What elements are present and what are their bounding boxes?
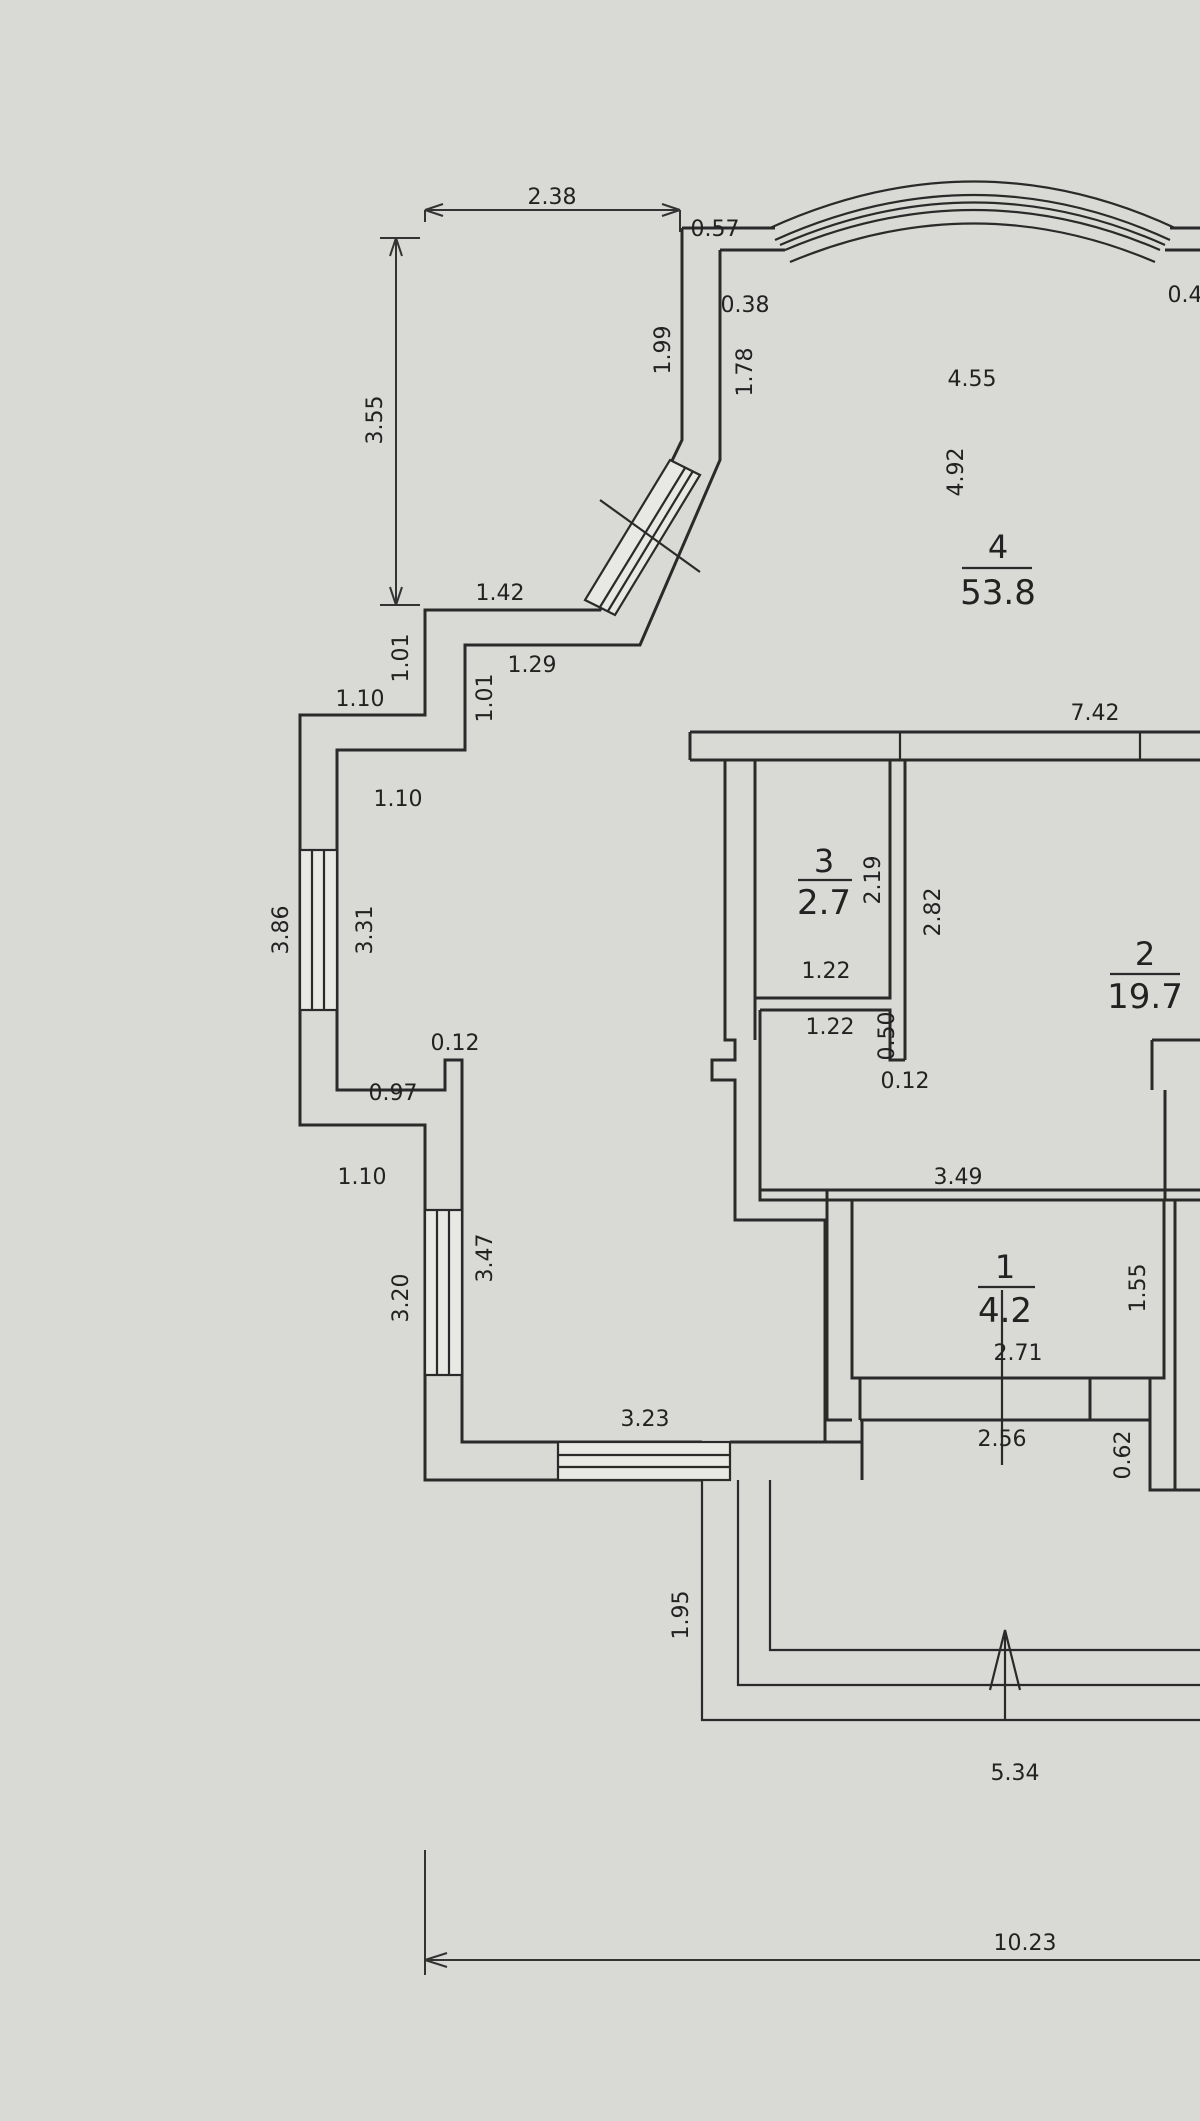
room-3-area: 2.7 [797,883,851,923]
dim-label: 2.71 [994,1341,1043,1366]
dim-label: 0.50 [875,1012,900,1061]
dimension-labels: 2.38 3.55 0.57 0.38 0.4 1.99 1.78 4.55 4… [269,185,1200,1956]
dim-label: 1.10 [336,687,385,712]
dim-label: 2.38 [528,185,577,210]
dim-label: 2.56 [978,1427,1027,1452]
dim-label: 7.42 [1071,701,1120,726]
dim-label: 1.01 [473,674,498,723]
dim-label: 5.34 [991,1761,1040,1786]
dim-label: 4.92 [944,448,969,497]
room-3-number: 3 [814,842,834,880]
room-3-label: 3 2.7 [797,842,852,923]
dim-label: 4.55 [948,367,997,392]
dim-label: 1.10 [374,787,423,812]
dim-label: 1.95 [669,1591,694,1640]
dim-label: 3.55 [363,396,388,445]
room-4-number: 4 [988,528,1008,566]
interior-walls [688,730,1200,1722]
dim-label: 1.78 [733,348,758,397]
room-1-number: 1 [995,1248,1015,1286]
bay-window-arc [769,180,1176,264]
dim-label: 0.62 [1111,1431,1136,1480]
dim-label: 1.29 [508,653,557,678]
dim-label: 1.55 [1126,1264,1151,1313]
dim-label: 3.49 [934,1165,983,1190]
dim-label: 1.99 [651,326,676,375]
dim-label: 0.57 [691,217,740,242]
room-1-label: 1 4.2 [978,1248,1035,1331]
dim-label: 0.38 [721,293,770,318]
dim-label: 3.20 [389,1274,414,1323]
dim-label: 10.23 [994,1931,1057,1956]
dim-label: 3.31 [353,906,378,955]
dim-label: 3.86 [269,906,294,955]
dim-label: 3.47 [473,1234,498,1283]
room-1-area: 4.2 [978,1291,1032,1331]
dim-label: 1.10 [338,1165,387,1190]
dim-label: 0.12 [881,1069,930,1094]
windows [298,458,732,1482]
dim-label: 0.97 [369,1081,418,1106]
dimension-lines [380,203,1200,1975]
dim-label: 0.12 [431,1031,480,1056]
dim-label: 0.4 [1168,283,1200,308]
dim-label: 1.01 [389,634,414,683]
dim-label: 2.82 [921,888,946,937]
dim-label: 3.23 [621,1407,670,1432]
dim-label: 1.22 [806,1015,855,1040]
room-2-number: 2 [1135,935,1155,973]
room-2-label: 2 19.7 [1107,935,1183,1017]
dim-label: 1.42 [476,581,525,606]
dim-label: 1.22 [802,959,851,984]
room-2-area: 19.7 [1107,977,1183,1017]
dim-label: 2.19 [861,856,886,905]
room-4-area: 53.8 [960,573,1036,613]
room-4-label: 4 53.8 [960,528,1036,613]
